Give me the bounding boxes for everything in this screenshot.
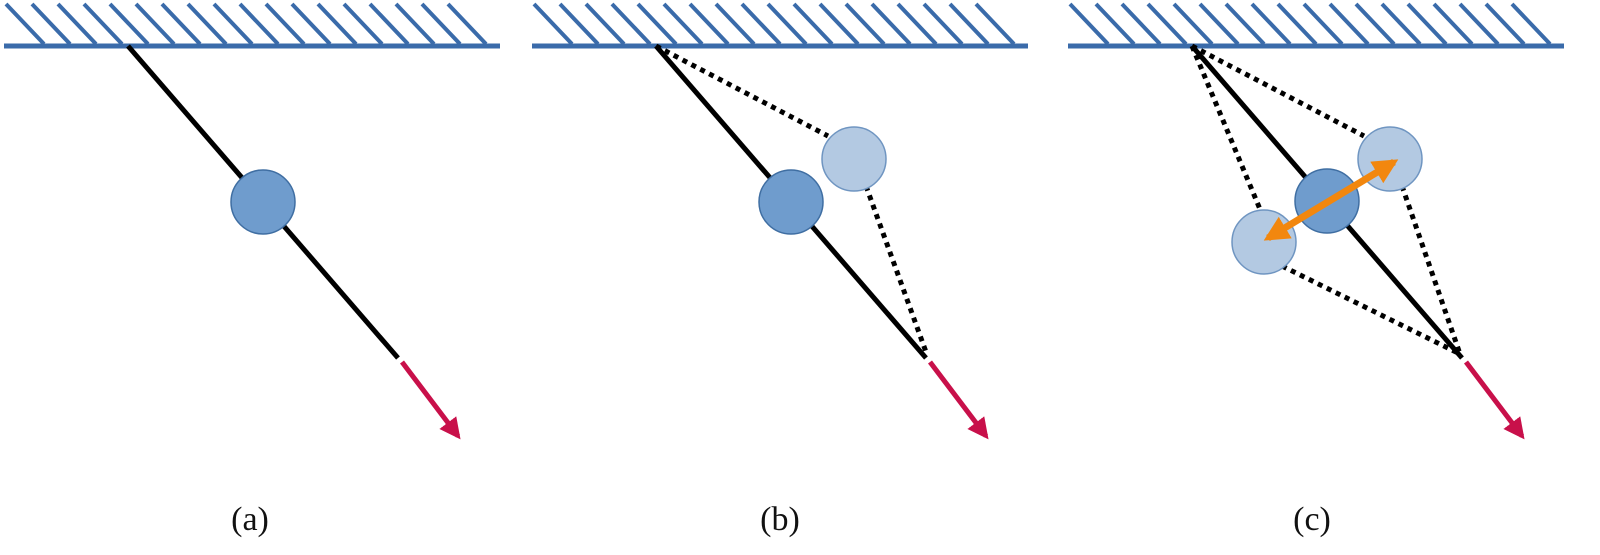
ceiling-hatch <box>1120 2 1162 46</box>
force-arrow <box>400 360 461 440</box>
ceiling-hatch <box>1250 2 1292 46</box>
ceiling-hatch <box>134 2 176 46</box>
ceiling-hatch <box>1198 2 1240 46</box>
ceiling-hatch <box>446 2 488 46</box>
ceiling-hatch <box>1484 2 1526 46</box>
ceiling-hatch <box>4 2 46 46</box>
ceiling-hatch <box>714 2 756 46</box>
ceiling-hatch <box>922 2 964 46</box>
panel-label-b: (b) <box>760 501 800 538</box>
panel-label-a: (a) <box>231 501 269 538</box>
ceiling-hatch <box>792 2 834 46</box>
ceiling-hatch <box>1406 2 1448 46</box>
ceiling-hatch <box>1224 2 1266 46</box>
ceiling-hatch <box>1328 2 1370 46</box>
ghost-rod-lower-left <box>1280 263 1462 357</box>
panel-b: (b) <box>532 2 1028 538</box>
ceiling-hatch <box>394 2 436 46</box>
ceiling-hatch <box>662 2 704 46</box>
force-arrow <box>928 360 989 440</box>
ghost-rod-upper-right <box>1190 43 1366 139</box>
ghost-rod-upper <box>654 43 830 139</box>
panel-a: (a) <box>4 2 500 538</box>
ghost-rod-upper-left <box>1189 45 1265 215</box>
ceiling-hatch <box>1380 2 1422 46</box>
ceiling-hatch <box>844 2 886 46</box>
ceiling-hatch <box>974 2 1016 46</box>
oscillation-arrow <box>1263 159 1399 241</box>
ceiling-hatch <box>212 2 254 46</box>
ceiling-hatch <box>1094 2 1136 46</box>
ceiling-hatch <box>896 2 938 46</box>
ceiling-hatch <box>610 2 652 46</box>
ghost-bob-left <box>1231 209 1297 275</box>
ceiling-hatch <box>1172 2 1214 46</box>
ceiling-hatch <box>264 2 306 46</box>
ceiling-hatch <box>342 2 384 46</box>
ceiling-hatch <box>1302 2 1344 46</box>
ceiling-hatch <box>290 2 332 46</box>
ceiling-hatch <box>558 2 600 46</box>
ceiling-support <box>4 2 500 49</box>
ceiling-hatch <box>108 2 150 46</box>
ceiling-hatch <box>766 2 808 46</box>
ceiling-hatch <box>532 2 574 46</box>
ceiling-hatch <box>1354 2 1396 46</box>
ceiling-hatch <box>1510 2 1552 46</box>
ceiling-support <box>1068 2 1564 49</box>
ceiling-hatch <box>688 2 730 46</box>
ceiling-hatch <box>238 2 280 46</box>
ceiling-hatch <box>420 2 462 46</box>
ceiling-hatch <box>1276 2 1318 46</box>
pendulum-bob <box>230 169 296 235</box>
panel-label-c: (c) <box>1293 501 1331 538</box>
ceiling-hatch <box>30 2 72 46</box>
ceiling-support <box>532 2 1028 49</box>
ghost-bob <box>821 126 887 192</box>
ceiling-hatch <box>368 2 410 46</box>
force-arrow <box>1464 360 1525 440</box>
ceiling-hatch <box>186 2 228 46</box>
ceiling-hatch <box>1458 2 1500 46</box>
ceiling-hatch <box>870 2 912 46</box>
ceiling-hatch <box>82 2 124 46</box>
ceiling-hatch <box>1432 2 1474 46</box>
ceiling-hatch <box>1146 2 1188 46</box>
ceiling-hatch <box>584 2 626 46</box>
ceiling-hatch <box>316 2 358 46</box>
ceiling-hatch <box>636 2 678 46</box>
panel-c: (c) <box>1068 2 1564 538</box>
ceiling-hatch <box>160 2 202 46</box>
ceiling-hatch <box>948 2 990 46</box>
pendulum-bob <box>758 169 824 235</box>
ceiling-hatch <box>818 2 860 46</box>
ceiling-hatch <box>56 2 98 46</box>
ceiling-hatch <box>1068 2 1110 46</box>
ceiling-hatch <box>740 2 782 46</box>
